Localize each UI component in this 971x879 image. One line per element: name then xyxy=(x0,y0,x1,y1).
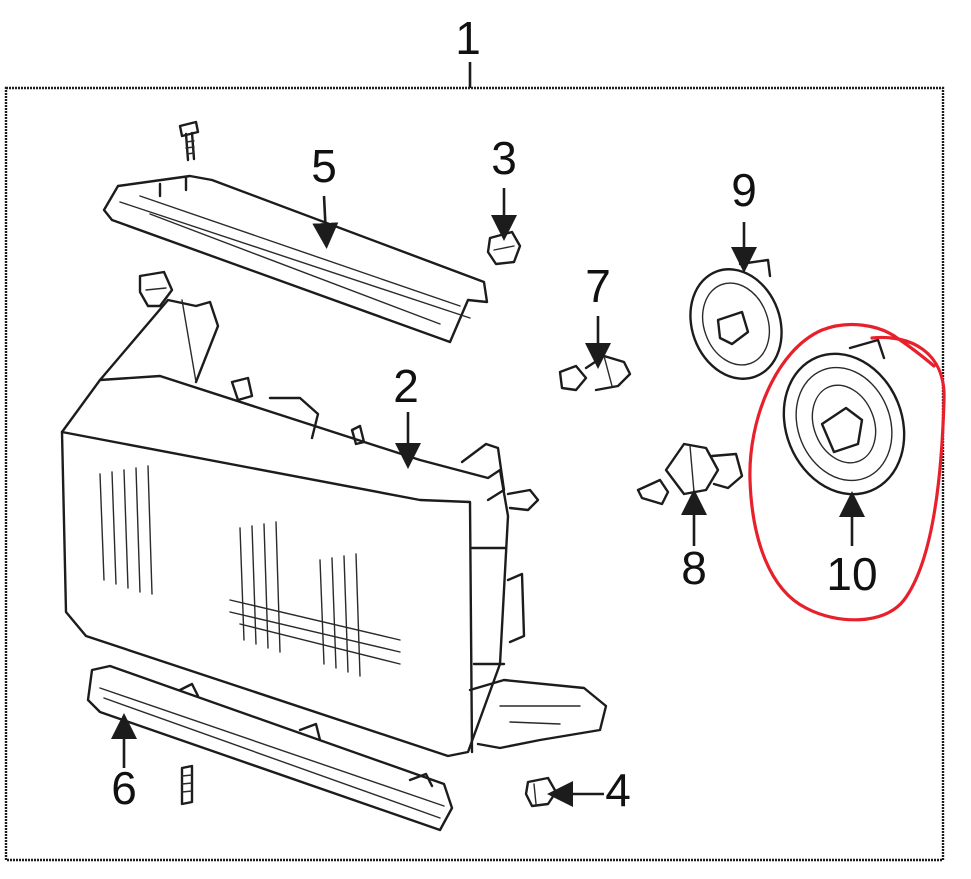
bulb-socket-ring xyxy=(689,258,783,380)
upper-left-clip xyxy=(138,270,174,308)
small-bulb xyxy=(558,354,632,392)
callout-8: 8 xyxy=(681,542,707,594)
callout-3: 3 xyxy=(491,132,517,184)
callout-7: 7 xyxy=(585,260,611,312)
leader-lines xyxy=(111,188,865,807)
callout-10: 10 xyxy=(826,548,877,600)
halogen-bulb xyxy=(636,442,744,506)
upper-screw xyxy=(178,120,200,162)
upper-retainer-bar xyxy=(102,174,489,344)
lower-retainer-bar xyxy=(86,664,454,832)
callout-2: 2 xyxy=(393,360,419,412)
highlight-circle xyxy=(748,322,946,622)
callout-9: 9 xyxy=(731,164,757,216)
assembly-frame xyxy=(4,62,945,862)
callout-4: 4 xyxy=(605,764,631,816)
clip-nut xyxy=(486,230,522,266)
callout-5: 5 xyxy=(311,140,337,192)
lower-screw xyxy=(180,764,194,806)
headlamp-unit xyxy=(60,298,608,758)
grommet xyxy=(524,776,558,808)
callout-6: 6 xyxy=(111,762,137,814)
callout-1: 1 xyxy=(455,12,481,64)
bulb-socket-cover xyxy=(782,338,906,496)
